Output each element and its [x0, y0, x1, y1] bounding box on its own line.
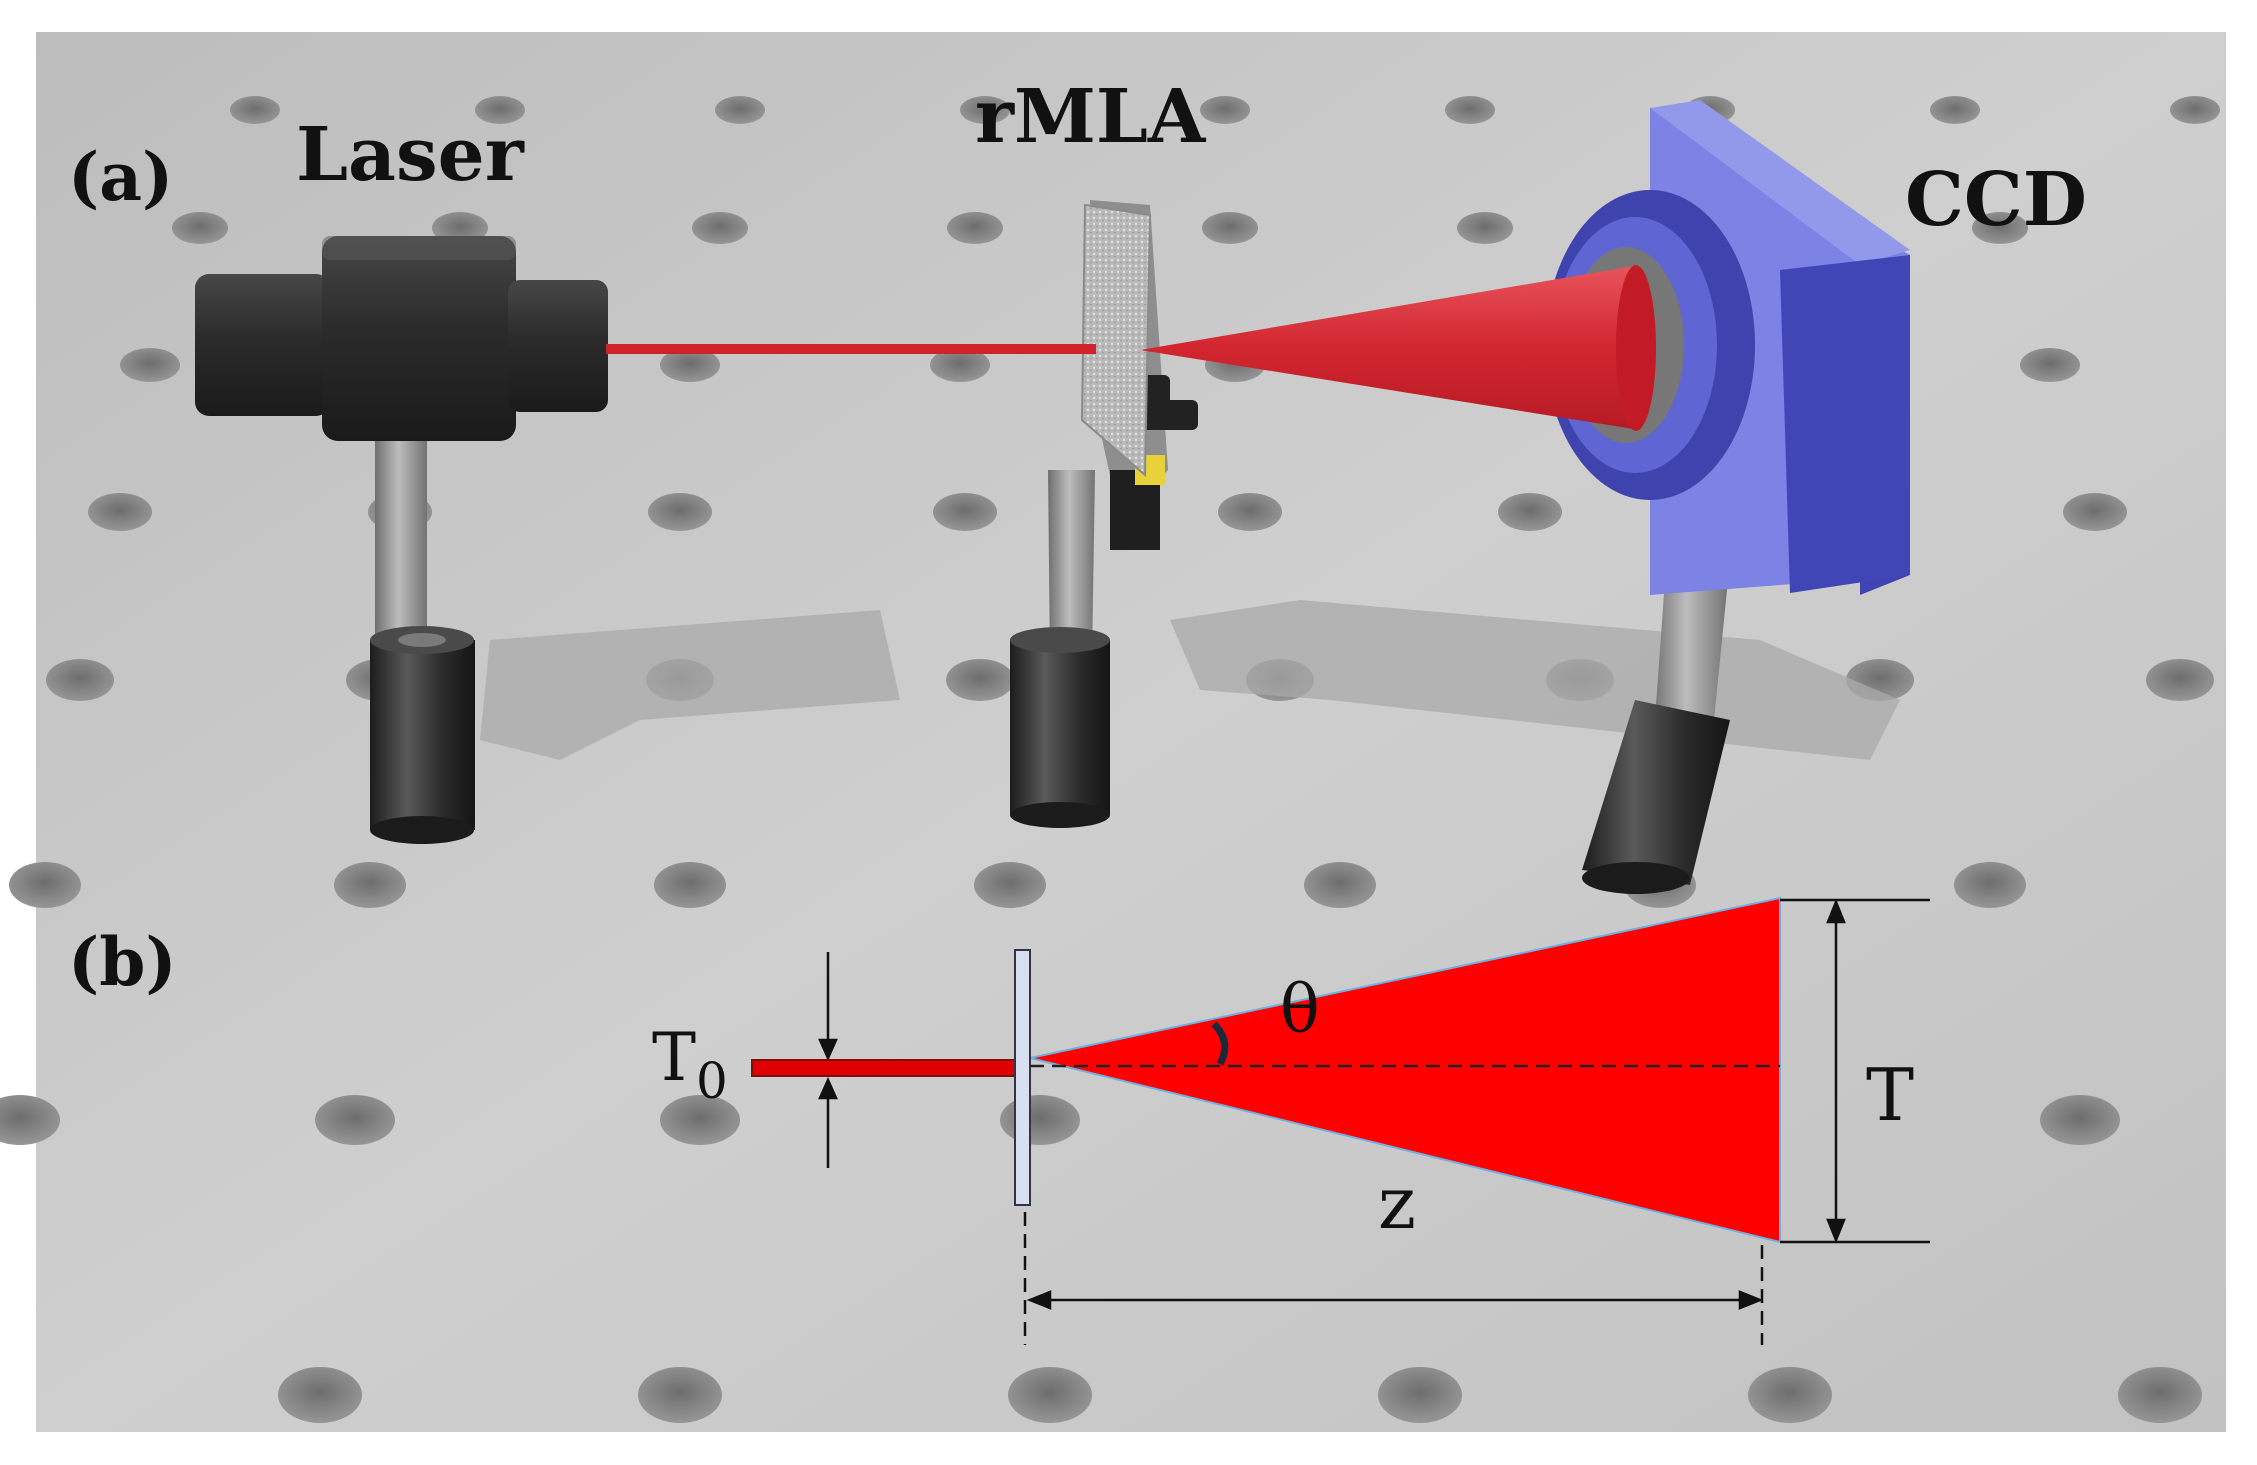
table-hole: [2063, 493, 2127, 531]
mla-schematic: [1014, 949, 1031, 1206]
table-hole: [947, 212, 1003, 244]
table-hole: [660, 348, 720, 382]
table-hole: [974, 862, 1046, 908]
table-hole: [930, 348, 990, 382]
t0-dimension: [818, 952, 838, 1168]
table-hole: [638, 1367, 722, 1423]
table-hole: [172, 212, 228, 244]
input-beam: [751, 1059, 1029, 1077]
table-hole: [230, 96, 280, 124]
t0-letter: T: [652, 1019, 696, 1096]
table-hole: [1445, 96, 1495, 124]
table-hole: [1972, 212, 2028, 244]
table-hole: [334, 862, 406, 908]
rmla-post: [1048, 470, 1095, 660]
rmla-label: rMLA: [975, 74, 1207, 160]
t0-label: T0: [652, 1019, 728, 1110]
table-hole: [660, 1095, 740, 1145]
table-hole: [2040, 1095, 2120, 1145]
table-hole: [1378, 1367, 1462, 1423]
table-hole: [1202, 212, 1258, 244]
table-hole: [475, 96, 525, 124]
table-hole: [315, 1095, 395, 1145]
table-hole: [1457, 212, 1513, 244]
table-hole: [0, 1095, 60, 1145]
ccd-label: CCD: [1905, 157, 2087, 243]
t0-subscript: 0: [696, 1052, 728, 1110]
table-hole: [692, 212, 748, 244]
panel-a-label: (a): [68, 138, 173, 216]
t-dimension: [1780, 898, 1930, 1244]
ccd-post-holder: [1582, 700, 1730, 894]
table-hole: [2146, 659, 2214, 701]
table-hole: [1954, 862, 2026, 908]
table-hole: [278, 1367, 362, 1423]
table-hole: [1008, 1367, 1092, 1423]
angle-arc: [1211, 1021, 1229, 1066]
z-label: z: [1378, 1161, 1416, 1245]
schematic-diagram: [751, 896, 1930, 1345]
table-hole: [1748, 1367, 1832, 1423]
table-hole: [654, 862, 726, 908]
table-hole: [2020, 348, 2080, 382]
table-hole: [715, 96, 765, 124]
table-hole: [46, 659, 114, 701]
beam-cone-3d: [1140, 265, 1640, 430]
z-dimension: [1023, 1212, 1764, 1345]
panel-b-label: (b): [68, 923, 177, 1001]
table-hole: [648, 493, 712, 531]
laser-beam-3d: [606, 344, 1096, 354]
table-hole: [2170, 96, 2220, 124]
t-label: T: [1866, 1053, 1914, 1137]
table-hole: [946, 659, 1014, 701]
table-hole: [1218, 493, 1282, 531]
table-hole: [960, 96, 1010, 124]
table-hole: [88, 493, 152, 531]
laser-body: [195, 236, 608, 441]
table-hole: [1498, 493, 1562, 531]
table-hole: [2118, 1367, 2202, 1423]
rmla-assembly: [1010, 200, 1198, 828]
output-cone: [1029, 896, 1781, 1244]
table-hole: [1304, 862, 1376, 908]
table-hole: [1200, 96, 1250, 124]
table-hole: [1000, 1095, 1080, 1145]
laser-post-holder: [370, 626, 475, 844]
rmla-post-holder: [1010, 627, 1110, 828]
table-hole: [933, 493, 997, 531]
laser-assembly: [195, 236, 608, 844]
table-hole: [120, 348, 180, 382]
theta-label: θ: [1280, 971, 1320, 1048]
laser-label: Laser: [296, 112, 525, 198]
table-hole: [1930, 96, 1980, 124]
table-hole: [9, 862, 81, 908]
